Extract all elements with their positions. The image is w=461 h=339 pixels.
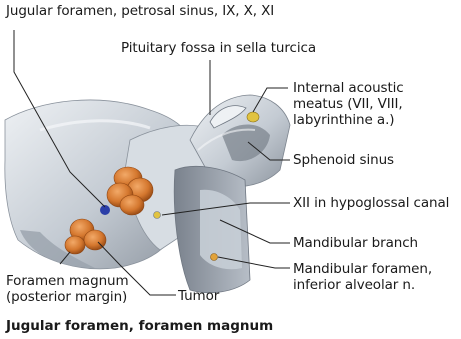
label-internal-acoustic-meatus: Internal acoustic meatus (VII, VIII, lab…	[293, 80, 404, 128]
label-hypoglossal-canal: XII in hypoglossal canal	[293, 195, 449, 211]
figure-caption: Jugular foramen, foramen magnum	[6, 318, 273, 334]
inferior-alveolar-nerve	[211, 254, 218, 261]
label-tumor: Tumor	[178, 288, 219, 304]
acoustic-nerve	[247, 112, 259, 122]
hypoglossal-nerve	[154, 212, 161, 219]
label-jugular-foramen: Jugular foramen, petrosal sinus, IX, X, …	[6, 3, 274, 19]
label-mandibular-foramen: Mandibular foramen, inferior alveolar n.	[293, 261, 432, 293]
label-foramen-magnum: Foramen magnum (posterior margin)	[6, 273, 129, 305]
label-pituitary-fossa: Pituitary fossa in sella turcica	[121, 40, 316, 56]
label-sphenoid-sinus: Sphenoid sinus	[293, 152, 394, 168]
label-mandibular-branch: Mandibular branch	[293, 235, 418, 251]
